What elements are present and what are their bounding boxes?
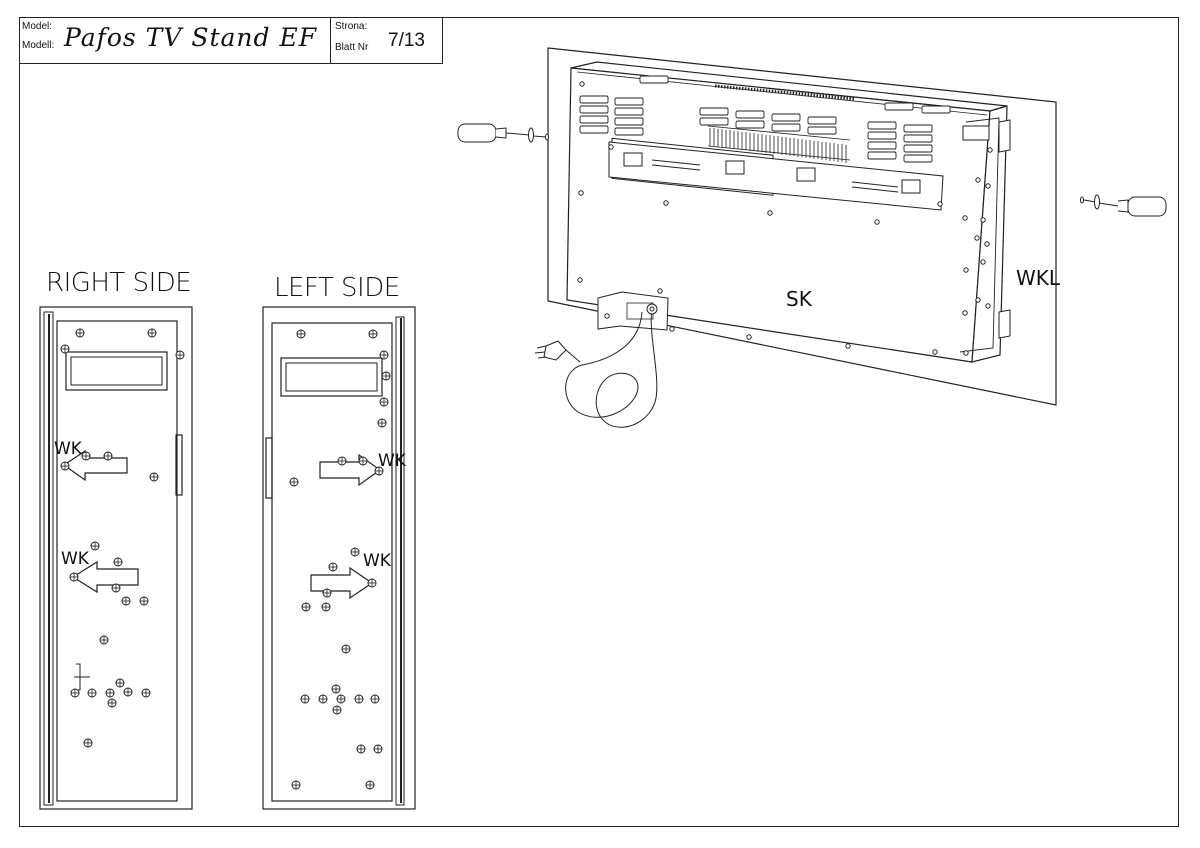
wkl-label: WKL xyxy=(1016,266,1061,290)
drawing-sheet-border xyxy=(19,17,1179,827)
right-mounting-pin xyxy=(1080,194,1167,217)
page-cell: Strona: Blatt Nr 7/13 xyxy=(331,17,442,63)
insert-housing xyxy=(566,61,1008,363)
wk-label-right-lower: WK xyxy=(61,549,89,569)
page-label-pl: Strona: xyxy=(335,21,368,32)
left-side-title: LEFT SIDE xyxy=(274,273,400,303)
wk-label-left-upper: WK xyxy=(378,451,406,471)
model-label-de: Modell: xyxy=(22,40,55,51)
page-label-de: Blatt Nr xyxy=(335,42,369,53)
wk-label-left-lower: WK xyxy=(363,551,391,571)
panel-cutouts xyxy=(623,152,921,194)
heater-grille xyxy=(707,84,856,163)
right-side-screws xyxy=(60,328,185,748)
right-side-title: RIGHT SIDE xyxy=(46,268,192,298)
sk-label: SK xyxy=(786,287,812,311)
model-label-pl: Model: xyxy=(22,21,53,32)
title-block: Model: Modell: Pafos TV Stand EF Strona:… xyxy=(19,17,443,64)
page-number: 7/13 xyxy=(388,30,425,51)
plug xyxy=(534,340,581,363)
wk-label-right-upper: WK xyxy=(54,439,82,459)
left-side-panel xyxy=(262,306,416,810)
left-mounting-pin xyxy=(457,123,549,143)
model-cell: Model: Modell: Pafos TV Stand EF xyxy=(19,17,331,63)
power-cord xyxy=(565,303,658,428)
model-name: Pafos TV Stand EF xyxy=(64,23,318,52)
wkl-bracket xyxy=(998,119,1011,339)
